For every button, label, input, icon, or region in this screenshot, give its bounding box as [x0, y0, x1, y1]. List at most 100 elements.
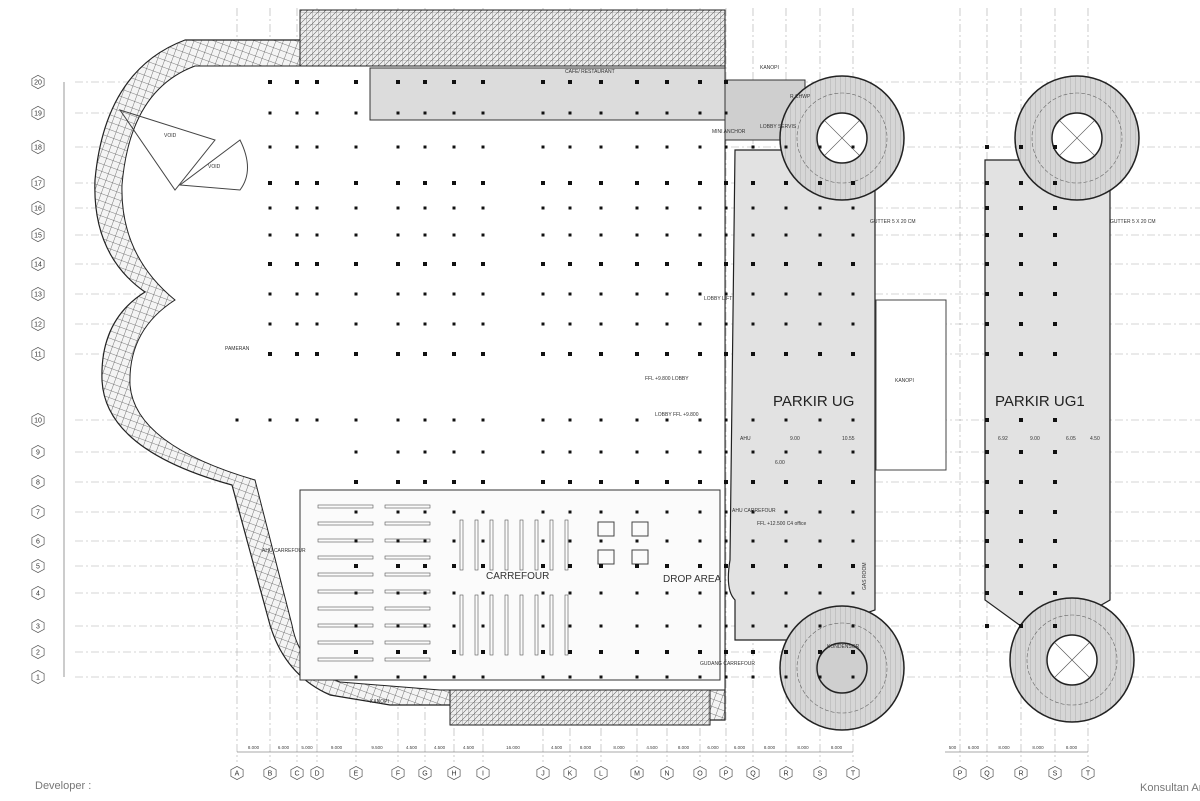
column	[568, 181, 572, 185]
axis-row-16-bubble	[31, 200, 45, 216]
label-mini-anchor: MINI ANCHOR	[712, 129, 746, 135]
column	[724, 322, 728, 326]
axis-row-1-bubble	[31, 670, 45, 684]
column	[985, 352, 989, 356]
column	[268, 352, 272, 356]
axis-J-bubble	[536, 766, 550, 780]
column	[481, 80, 485, 84]
column	[635, 510, 639, 514]
shelf	[474, 594, 479, 656]
column	[698, 564, 702, 568]
column	[635, 418, 639, 422]
column	[698, 624, 702, 628]
label-lobby-servis: LOBBY SERVIS	[760, 124, 797, 130]
column	[1019, 480, 1023, 484]
column	[751, 650, 755, 654]
column	[1019, 591, 1023, 595]
column	[396, 80, 400, 84]
column	[1019, 145, 1023, 149]
axis-right-P-label: P	[958, 771, 963, 778]
column	[851, 650, 855, 654]
axis-right-S-bubble	[1048, 766, 1062, 780]
column	[1053, 352, 1057, 356]
axis-K-bubble	[563, 766, 577, 780]
axis-G-bubble	[418, 766, 432, 780]
column	[851, 352, 855, 356]
column	[665, 539, 669, 543]
void-2	[178, 139, 248, 191]
column	[423, 233, 427, 237]
column	[315, 292, 319, 296]
carrefour-zone	[299, 489, 721, 681]
axis-S-bubble	[813, 766, 827, 780]
core-cross	[1059, 120, 1095, 156]
column	[784, 292, 788, 296]
shelf	[459, 594, 464, 656]
column	[541, 539, 545, 543]
axis-row-12-label: 12	[34, 322, 42, 329]
column	[1019, 262, 1023, 266]
column	[698, 292, 702, 296]
column	[724, 262, 728, 266]
column	[452, 624, 456, 628]
column	[818, 292, 822, 296]
column	[599, 510, 603, 514]
column	[396, 564, 400, 568]
column	[568, 675, 572, 679]
column	[541, 480, 545, 484]
label-office: FFL +12.500 C4 office	[757, 521, 807, 527]
axis-row-18-label: 18	[34, 145, 42, 152]
column	[784, 624, 788, 628]
column	[1053, 322, 1057, 326]
dim-ug1-a: 6.92	[998, 436, 1008, 442]
column	[481, 352, 485, 356]
column	[354, 510, 358, 514]
column	[635, 675, 639, 679]
column	[396, 675, 400, 679]
axis-row-7-label: 7	[36, 510, 40, 517]
column	[851, 480, 855, 484]
axis-M-bubble	[630, 766, 644, 780]
column	[599, 352, 603, 356]
shelf	[384, 555, 431, 560]
column	[315, 418, 319, 422]
label-parkir-ug: PARKIR UG	[773, 393, 854, 410]
column	[354, 111, 358, 115]
column	[751, 539, 755, 543]
column	[354, 591, 358, 595]
column	[724, 539, 728, 543]
column	[784, 650, 788, 654]
column	[396, 510, 400, 514]
axis-B-bubble	[263, 766, 277, 780]
column	[724, 111, 728, 115]
column	[295, 352, 299, 356]
column	[423, 650, 427, 654]
shelf	[317, 555, 374, 560]
column	[784, 591, 788, 595]
column	[665, 352, 669, 356]
axis-row-9-label: 9	[36, 450, 40, 457]
column	[481, 111, 485, 115]
column	[396, 322, 400, 326]
axis-row-10-label: 10	[34, 418, 42, 425]
column	[724, 80, 728, 84]
axis-C-label: C	[294, 771, 299, 778]
column	[635, 591, 639, 595]
column	[724, 145, 728, 149]
column	[295, 292, 299, 296]
column	[315, 181, 319, 185]
column	[665, 510, 669, 514]
shelf	[317, 538, 374, 543]
dim-ug-c: 6.00	[775, 460, 785, 466]
axis-row-5-label: 5	[36, 564, 40, 571]
axis-O-bubble	[693, 766, 707, 780]
column	[665, 292, 669, 296]
column	[635, 181, 639, 185]
column	[599, 564, 603, 568]
column	[396, 262, 400, 266]
shelf	[317, 623, 374, 628]
column	[568, 564, 572, 568]
label-cafe: CAFE/ RESTAURANT	[565, 69, 615, 75]
column	[452, 145, 456, 149]
